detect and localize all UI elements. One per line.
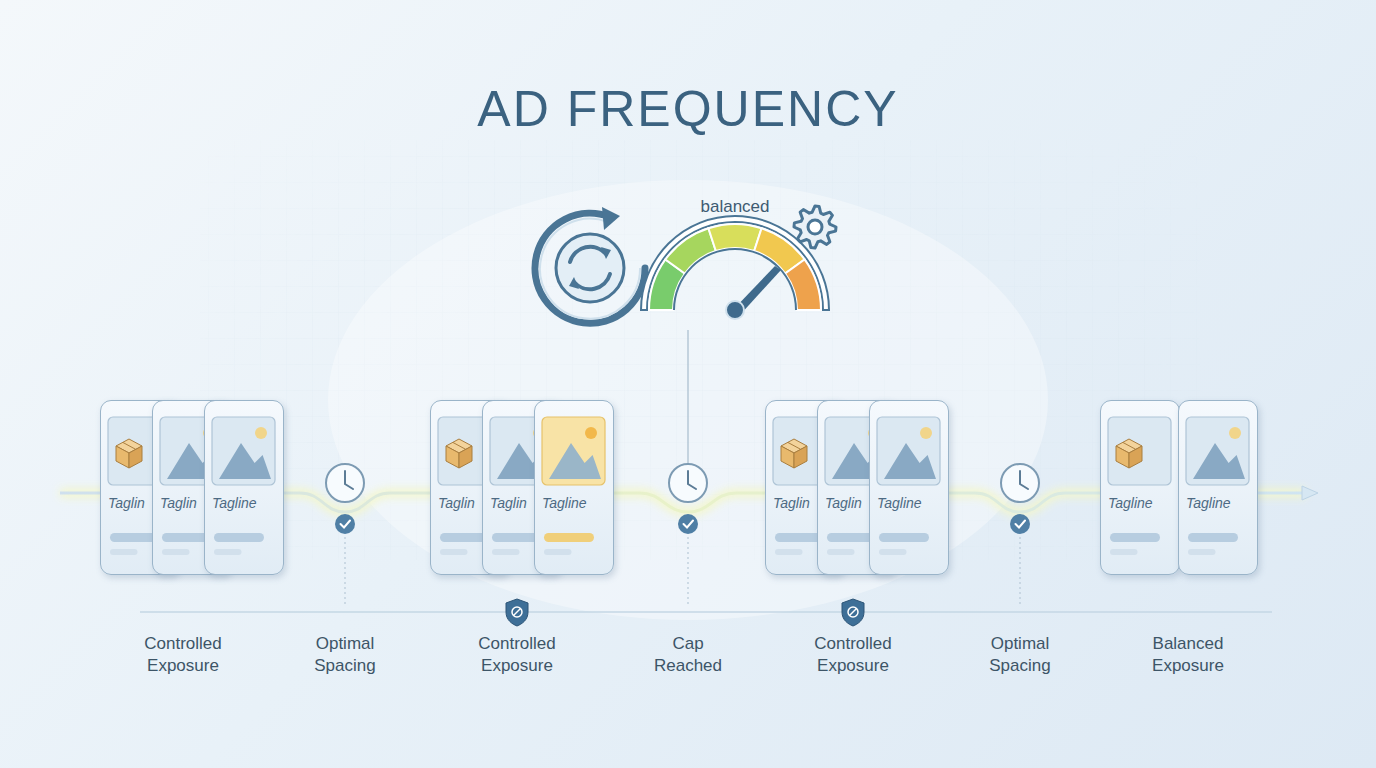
ad-tagline: Tagline [1179, 495, 1257, 511]
ad-card: Tagline [534, 400, 614, 575]
image-icon [549, 427, 601, 479]
image-panel [542, 417, 605, 485]
image-icon [884, 427, 936, 479]
text-bar [1188, 549, 1216, 555]
text-bar [110, 549, 138, 555]
box-icon [446, 439, 472, 468]
image-icon [219, 427, 271, 479]
stage-label: Optimal Spacing [972, 633, 1068, 677]
clock-icon [1001, 464, 1039, 534]
dotted-leader [1019, 537, 1020, 606]
text-bar [1110, 549, 1138, 555]
stage-label: Balanced Exposure [1140, 633, 1236, 677]
baseline [140, 611, 1272, 613]
text-bar [162, 549, 190, 555]
ad-tagline: Tagline [205, 495, 283, 511]
ad-card: Tagline [1178, 400, 1258, 575]
card-illustration [205, 401, 282, 573]
text-bar [214, 549, 242, 555]
text-bar [544, 549, 572, 555]
gear-icon [794, 206, 836, 248]
shield-icon [842, 599, 864, 626]
ad-card: Tagline [204, 400, 284, 575]
ad-tagline: Tagline [870, 495, 948, 511]
gauge-label: balanced [675, 196, 795, 218]
clock-icon [326, 464, 364, 534]
dotted-leader [687, 537, 688, 606]
stage-label: Controlled Exposure [805, 633, 901, 677]
text-bar [879, 549, 907, 555]
card-illustration [870, 401, 947, 573]
box-icon [781, 439, 807, 468]
box-icon [116, 439, 142, 468]
button-bar [1110, 533, 1160, 542]
ad-card: Tagline [869, 400, 949, 575]
image-panel [212, 417, 275, 485]
card-illustration [535, 401, 612, 573]
refresh-icon [535, 207, 645, 323]
diagram-title: AD FREQUENCY [0, 80, 1376, 138]
text-bar [775, 549, 803, 555]
text-bar [440, 549, 468, 555]
button-bar [214, 533, 264, 542]
ad-tagline: Tagline [1101, 495, 1179, 511]
ad-card: Tagline [1100, 400, 1180, 575]
ad-tagline: Tagline [535, 495, 613, 511]
button-bar [1188, 533, 1238, 542]
baseline-glow [140, 609, 1272, 615]
card-illustration [1101, 401, 1178, 573]
card-illustration [1179, 401, 1256, 573]
stage-label: Optimal Spacing [297, 633, 393, 677]
box-icon [1116, 439, 1142, 468]
image-icon [1193, 427, 1245, 479]
stage-label: Cap Reached [640, 633, 736, 677]
clock-icon [669, 464, 707, 534]
shield-icon [506, 599, 528, 626]
button-bar [879, 533, 929, 542]
button-bar [544, 533, 594, 542]
image-panel [1108, 417, 1171, 485]
image-panel [877, 417, 940, 485]
leader-line [687, 330, 688, 465]
stage-label: Controlled Exposure [469, 633, 565, 677]
text-bar [827, 549, 855, 555]
dotted-leader [344, 537, 345, 606]
image-panel [1186, 417, 1249, 485]
stage-label: Controlled Exposure [135, 633, 231, 677]
center-glow [328, 180, 1048, 620]
timeline-arrowhead [1302, 486, 1318, 500]
text-bar [492, 549, 520, 555]
